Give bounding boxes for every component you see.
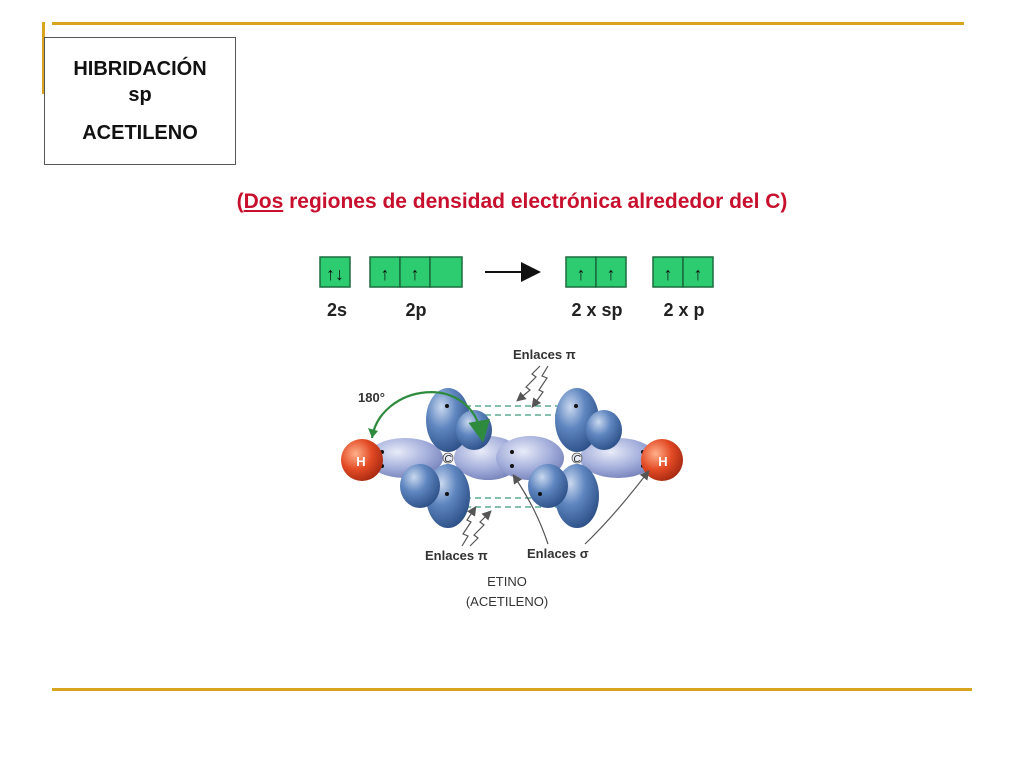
pointer-pi-bottom [461,506,477,547]
hydrogen-sphere [641,439,683,481]
left-hydrogen: H [341,439,383,481]
molecule-name: ETINO [487,574,527,589]
electron-dot [574,404,578,408]
subtitle: (Dos regiones de densidad electrónica al… [0,190,1024,214]
left-rule [42,22,45,94]
pointer-pi-top [531,365,549,408]
label-2xsp: 2 x sp [571,300,622,320]
title-line-1: HIBRIDACIÓN [73,58,207,80]
electron-up: ↑ [577,264,586,284]
box-2xsp: ↑ ↑ 2 x sp [565,256,627,320]
title-line-3: ACETILENO [82,122,198,144]
sigma-electron [510,464,514,468]
angle-arc-tail [368,428,378,438]
hydrogen-label: H [658,454,667,469]
electron-up: ↑ [607,264,616,284]
electron-up: ↑ [664,264,673,284]
box-cell [595,256,627,288]
carbon-label: C [573,454,581,465]
box-2xp: ↑ ↑ 2 x p [652,256,714,320]
pointer-sigma [512,474,549,545]
acetylene-molecule: C C H H [341,347,683,609]
box-cell [319,256,351,288]
carbon-nucleus [442,452,454,464]
right-hydrogen: H [641,439,683,481]
p-lobe [586,410,622,450]
box-cell [652,256,684,288]
sigma-electron [510,450,514,454]
electron-up: ↑ [694,264,703,284]
electron-dot [538,492,542,496]
hydrogen-sphere [341,439,383,481]
label-2s: 2s [327,300,347,320]
subtitle-underlined: Dos [243,190,284,213]
bottom-rule [52,688,972,691]
pointer-pi-top [516,365,541,402]
title-line-2: sp [128,84,152,106]
pi-label-top: Enlaces π [513,347,576,362]
title-box: HIBRIDACIÓN sp ACETILENO [44,37,236,165]
box-cell [682,256,714,288]
subtitle-rest: regiones de densidad electrónica alreded… [283,190,788,213]
label-2xp: 2 x p [663,300,704,320]
carbon-label: C [444,454,452,465]
electron-up: ↑ [381,264,390,284]
p-lobe [400,464,440,508]
angle-label: 180° [358,390,385,405]
pointer-pi-bottom [469,510,492,547]
right-carbon-p-orbitals: C [528,388,622,528]
box-2s: ↑↓ 2s [319,256,351,320]
molecule-name-alt: (ACETILENO) [466,594,548,609]
electron-dot [445,404,449,408]
p-lobe [528,464,568,508]
top-rule [52,22,964,25]
orbital-boxes: ↑↓ 2s ↑ ↑ 2p ↑ ↑ 2 x sp ↑ ↑ 2 x p [319,256,714,320]
electron-pair: ↑↓ [326,264,344,284]
subtitle-open: ( [236,190,244,213]
electron-up: ↑ [411,264,420,284]
box-cell [429,256,463,288]
hydrogen-label: H [356,454,365,469]
electron-dot [445,492,449,496]
box-2p: ↑ ↑ 2p [369,256,463,320]
box-cell [565,256,597,288]
carbon-nucleus [571,452,583,464]
pointer-sigma [584,470,650,545]
pi-label-bottom: Enlaces π [425,548,488,563]
angle-arc [370,391,491,443]
label-2p: 2p [405,300,426,320]
sigma-label: Enlaces σ [527,546,589,561]
